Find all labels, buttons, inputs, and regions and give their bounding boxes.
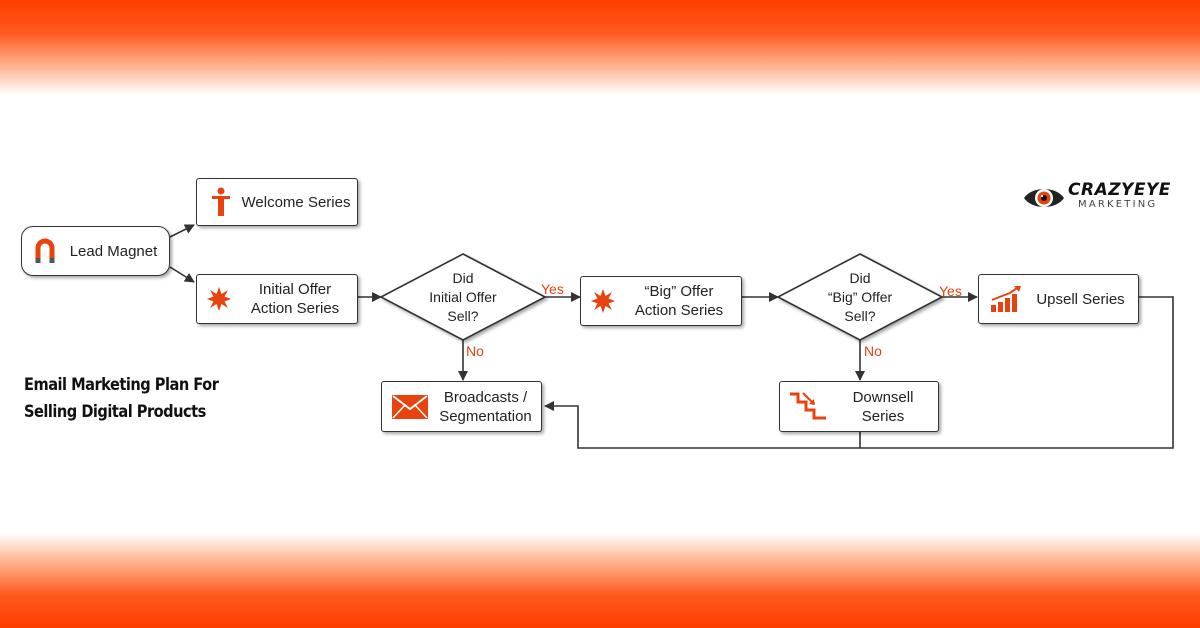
initial-offer-line2: Action Series (250, 300, 340, 317)
decision-diamond-initial (379, 253, 547, 341)
logo-wordmark: CRAZYEYE (1068, 180, 1171, 200)
edge-lead-to-initial (169, 266, 195, 283)
magnet-icon (32, 238, 58, 264)
diagram-title-line1: Email Marketing Plan For (24, 375, 219, 395)
decision-initial-line2: Initial Offer (429, 289, 497, 305)
burst-icon (205, 286, 233, 312)
edge-label-big-no: No (864, 343, 882, 359)
top-gradient-band (0, 0, 1200, 95)
initial-offer-node: Initial Offer Action Series (196, 274, 358, 324)
initial-offer-line1: Initial Offer (258, 281, 332, 298)
welcome-series-label: Welcome Series (241, 193, 351, 211)
decision-initial-text: Did Initial Offer Sell? (408, 269, 518, 326)
downsell-line1: Downsell (852, 388, 914, 406)
upsell-series-label: Upsell Series (1036, 290, 1125, 308)
envelope-icon (390, 394, 430, 419)
diagram-title: Email Marketing Plan For Selling Digital… (24, 372, 219, 426)
upsell-series-node: Upsell Series (978, 274, 1139, 324)
broadcasts-line1: Broadcasts / (443, 388, 528, 406)
downsell-line2: Series (861, 407, 905, 425)
eye-logo-icon (1024, 189, 1064, 207)
broadcasts-node: Broadcasts / Segmentation (381, 381, 542, 432)
bottom-gradient-band (0, 533, 1200, 628)
decision-big-text: Did “Big” Offer Sell? (805, 269, 915, 326)
big-offer-line1: “Big” Offer (644, 283, 714, 300)
edge-label-big-yes: Yes (939, 283, 962, 299)
decision-big-line1: Did (849, 270, 871, 286)
welcome-series-node: Welcome Series (196, 178, 358, 226)
person-icon (207, 187, 235, 217)
big-offer-node: “Big” Offer Action Series (580, 276, 742, 326)
decision-initial-line3: Sell? (447, 308, 479, 324)
decision-big-line3: Sell? (844, 308, 876, 324)
growth-chart-icon (989, 285, 1023, 313)
stairs-down-icon (788, 391, 828, 423)
decision-big-line2: “Big” Offer (827, 289, 893, 305)
edge-upsell-return (544, 296, 1174, 449)
decision-diamond-big (776, 253, 944, 341)
broadcasts-line2: Segmentation (439, 407, 532, 425)
edge-label-initial-yes: Yes (541, 281, 564, 297)
downsell-node: Downsell Series (779, 381, 939, 432)
diagram-title-line2: Selling Digital Products (24, 402, 206, 422)
big-offer-line2: Action Series (634, 302, 724, 319)
lead-magnet-node: Lead Magnet (21, 226, 170, 276)
crazy-eye-logo: CRAZYEYE MARKETING (1022, 178, 1172, 218)
lead-magnet-label: Lead Magnet (69, 242, 158, 260)
edge-lead-to-welcome (169, 224, 195, 238)
edge-label-initial-no: No (466, 343, 484, 359)
logo-subtitle: MARKETING (1078, 199, 1158, 210)
burst-icon (589, 288, 617, 314)
decision-initial-line1: Did (452, 270, 474, 286)
